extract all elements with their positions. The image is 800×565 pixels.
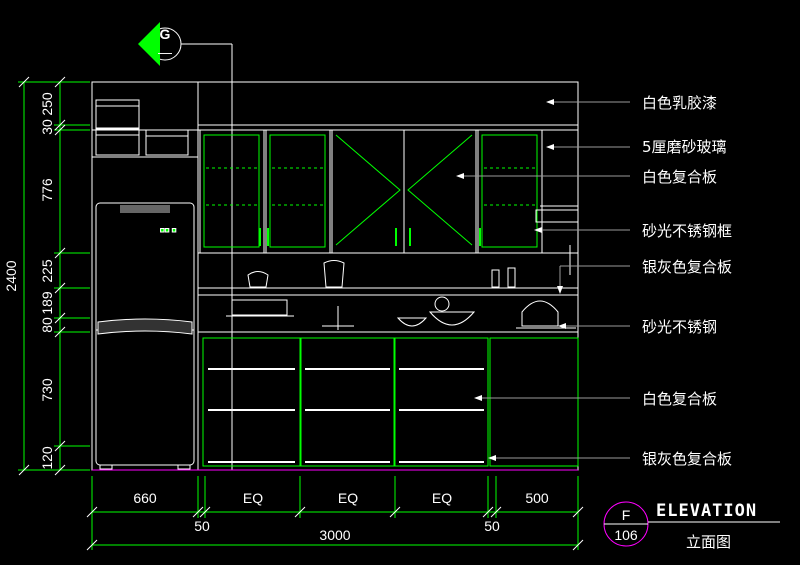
horizontal-dim-lines	[91, 476, 579, 550]
refrigerator: ▪▪ ▪	[95, 202, 195, 470]
annotation-6: 砂光不锈钢	[642, 318, 717, 336]
dim-v-30: 30	[39, 119, 55, 135]
vertical-ticks	[18, 76, 66, 476]
dim-h-500: 500	[525, 490, 549, 506]
annotation-8: 银灰色复合板	[642, 450, 732, 468]
annotations: 白色乳胶漆 5厘磨砂玻璃 白色复合板 砂光不锈钢框 银灰色复合板 砂光不锈钢 白…	[642, 94, 732, 468]
dim-v-225: 225	[39, 259, 55, 283]
base-cabinets	[202, 337, 579, 467]
room-outline	[91, 81, 579, 471]
drawer-lines	[208, 368, 484, 463]
dim-h-eq-1: EQ	[243, 490, 263, 506]
title-block: F 106 ELEVATION 立面图	[603, 501, 780, 551]
section-sub: —	[158, 44, 172, 60]
dim-v-730: 730	[39, 378, 55, 402]
svg-text:▪▪ ▪: ▪▪ ▪	[160, 226, 177, 234]
section-letter: G	[160, 26, 171, 42]
annotation-3: 白色复合板	[642, 168, 717, 186]
title-subtitle: 立面图	[686, 533, 731, 551]
backsplash-items	[247, 245, 571, 288]
annotation-2: 5厘磨砂玻璃	[642, 138, 727, 156]
horizontal-dim-labels: 660 EQ EQ EQ 500 50 50 3000	[133, 490, 549, 543]
dim-v-80: 80	[39, 317, 55, 333]
dim-h-50-right: 50	[484, 518, 500, 534]
cabinet-handles	[259, 228, 481, 246]
leader-arrows	[456, 99, 566, 461]
dim-h-eq-3: EQ	[432, 490, 452, 506]
dim-v-189: 189	[39, 291, 55, 315]
annotation-4: 砂光不锈钢框	[642, 222, 732, 240]
upper-cabinets	[199, 129, 578, 254]
title-bubble-letter: F	[622, 507, 631, 523]
dim-h-eq-2: EQ	[338, 490, 358, 506]
dim-h-660: 660	[133, 490, 157, 506]
annotation-1: 白色乳胶漆	[642, 94, 717, 112]
annotation-7: 白色复合板	[642, 390, 717, 408]
dim-h-total: 3000	[319, 527, 350, 543]
title-bubble-number: 106	[614, 527, 638, 543]
countertop-items	[226, 296, 576, 330]
glass-shelves	[206, 167, 536, 206]
storage-boxes	[92, 99, 198, 158]
dim-v-120: 120	[39, 446, 55, 470]
range-hood	[535, 205, 579, 223]
horizontal-ticks	[86, 506, 584, 551]
dim-v-776: 776	[39, 178, 55, 202]
vertical-dim-lines	[18, 81, 90, 471]
title-text: ELEVATION	[656, 501, 757, 521]
dim-v-250: 250	[39, 92, 55, 116]
dim-total-height: 2400	[3, 260, 19, 291]
leader-lines	[458, 101, 630, 459]
section-marker: G —	[138, 22, 233, 470]
dim-h-50-left: 50	[194, 518, 210, 534]
vertical-dim-labels: 250 30 776 225 189 80 730 120	[39, 92, 55, 470]
annotation-5: 银灰色复合板	[642, 258, 732, 276]
